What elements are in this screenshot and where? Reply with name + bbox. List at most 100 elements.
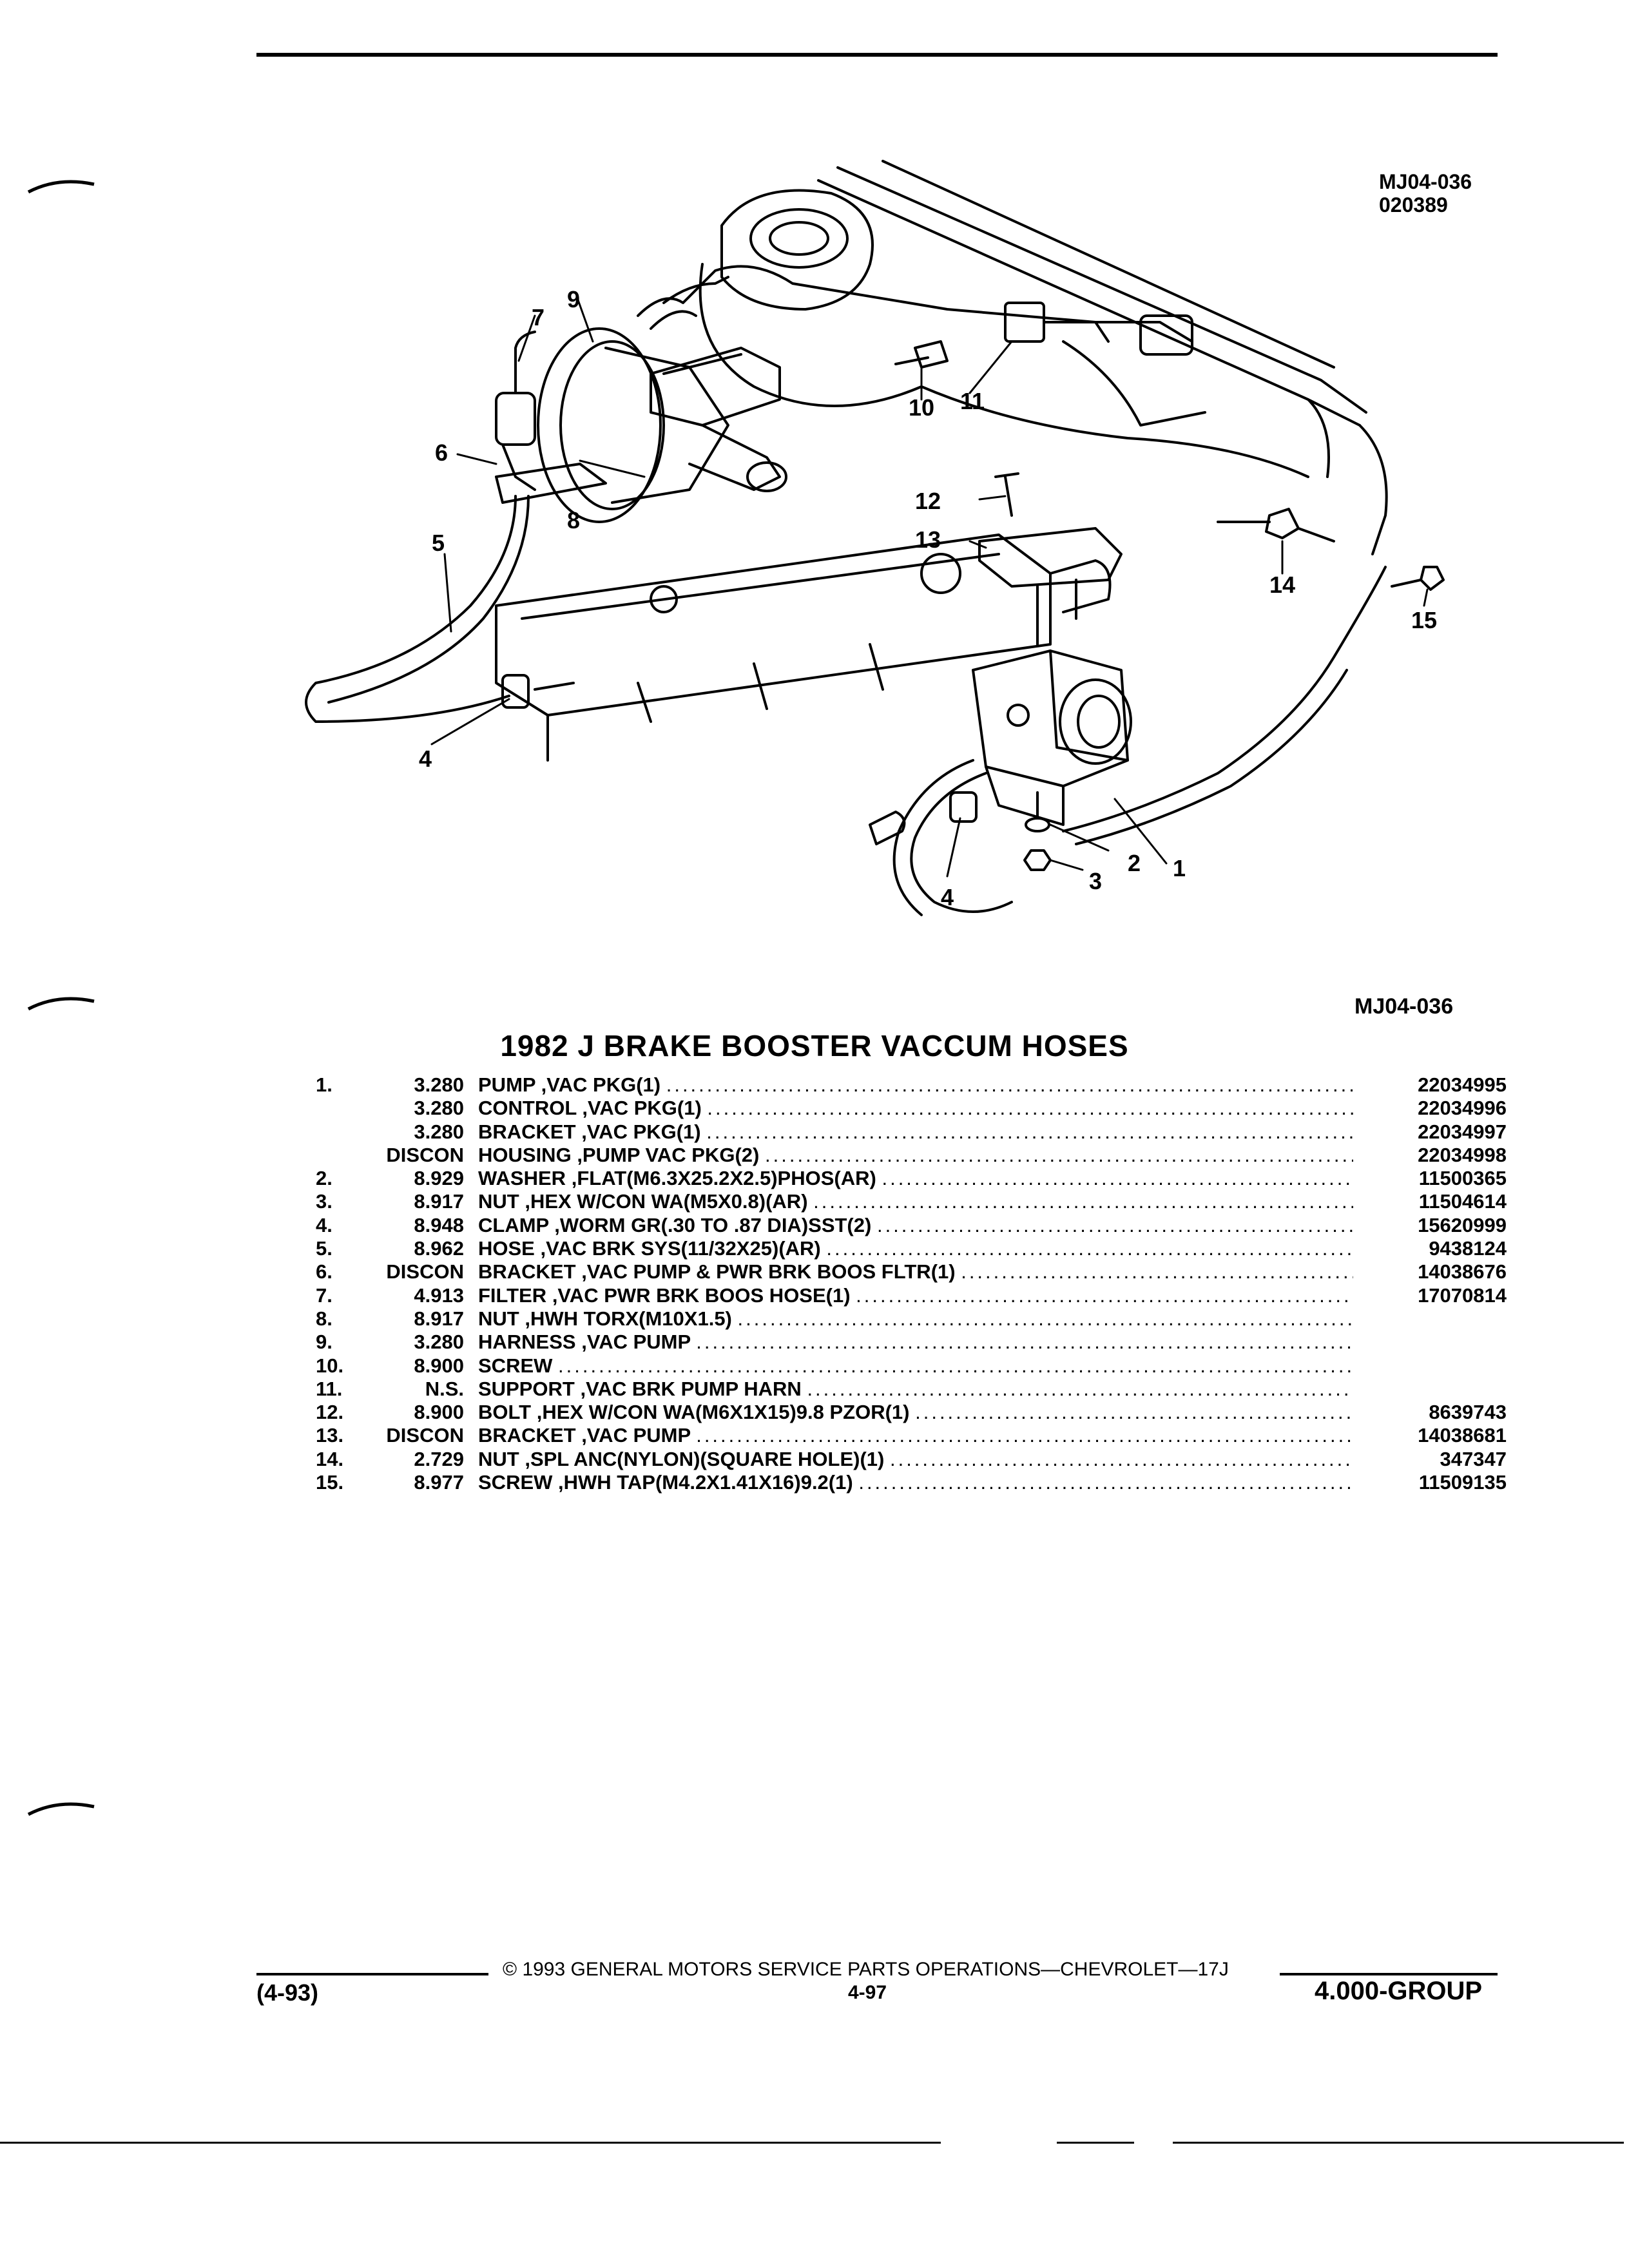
dot-leader: ........................................…: [876, 1213, 1353, 1236]
table-row: 11.N.S.SUPPORT ,VAC BRK PUMP HARN ......…: [290, 1378, 1514, 1401]
valve-cover: [495, 533, 1052, 716]
part-description: WASHER ,FLAT(M6.3X25.2X2.5)PHOS(AR) ....…: [478, 1167, 1353, 1190]
part-name: SUPPORT: [478, 1377, 575, 1400]
reference-code: 3.280: [414, 1097, 464, 1120]
part-description: BRACKET ,VAC PUMP & PWR BRK BOOS FLTR(1)…: [478, 1260, 1353, 1283]
item-number: 1.: [316, 1073, 333, 1096]
reference-code: 8.977: [414, 1471, 464, 1494]
part-name: BRACKET: [478, 1120, 576, 1143]
reference-code: 3.280: [414, 1331, 464, 1354]
figure-code-bottom: MJ04-036: [1354, 994, 1454, 1019]
item-number: 4.: [316, 1213, 333, 1236]
table-row: 10. 8.900 SCREW ..........................…: [290, 1354, 1514, 1378]
leader-line: [443, 553, 452, 633]
dot-leader: ........................................…: [961, 1260, 1353, 1283]
part-detail: ,SPL ANC(NYLON)(SQUARE HOLE)(1): [525, 1447, 885, 1470]
part-detail: ,VAC BRK SYS(11/32X25)(AR): [540, 1237, 821, 1260]
part-name: PUMP: [478, 1073, 536, 1096]
callout-8: 8: [567, 507, 580, 533]
callout-13: 13: [915, 526, 941, 553]
part-description: NUT ,HWH TORX(M10X1.5) .................…: [478, 1307, 1353, 1331]
part-description: BRACKET ,VAC PKG(1) ....................…: [478, 1120, 1353, 1144]
strut-tower: [720, 189, 874, 311]
reference-code: 4.913: [414, 1283, 464, 1307]
part-description: HOUSING ,PUMP VAC PKG(2) ...............…: [478, 1144, 1353, 1167]
reference-code: 3.280: [414, 1120, 464, 1143]
leader-line: [575, 295, 594, 343]
screw: [914, 340, 949, 369]
part-number: 22034996: [1418, 1097, 1507, 1120]
leader-line: [946, 817, 961, 878]
bolt: [1004, 476, 1013, 517]
footer-rule: [1280, 1973, 1498, 1975]
part-number: 22034998: [1418, 1143, 1507, 1166]
vacuum-harness: [637, 265, 1110, 343]
bottom-rule: [1173, 2142, 1624, 2144]
part-detail: ,VAC PWR BRK BOOS HOSE(1): [552, 1283, 851, 1307]
part-description: HARNESS ,VAC PUMP ......................…: [478, 1331, 1353, 1354]
item-number: 3.: [316, 1190, 333, 1213]
part-name: HOSE: [478, 1237, 535, 1260]
washer: [1025, 817, 1050, 832]
parts-list: 1. 3.280 PUMP ,VAC PKG(1) ................…: [290, 1073, 1514, 1494]
callout-10: 10: [909, 394, 934, 421]
reference-code: 8.948: [414, 1213, 464, 1236]
item-number: 13.: [316, 1424, 344, 1447]
item-number: 7.: [316, 1283, 333, 1307]
part-description: CLAMP ,WORM GR(.30 TO .87 DIA)SST(2) ...…: [478, 1214, 1353, 1237]
part-detail: ,VAC PKG(1): [581, 1120, 701, 1143]
callout-11: 11: [960, 388, 985, 414]
part-number: 11504614: [1418, 1190, 1507, 1213]
callout-12: 12: [915, 488, 941, 514]
part-detail: ,VAC PUMP & PWR BRK BOOS FLTR(1): [581, 1260, 956, 1283]
part-detail: ,VAC PUMP: [581, 1331, 691, 1354]
reference-code: DISCON: [386, 1424, 464, 1447]
part-name: SCREW: [478, 1471, 553, 1494]
group-label: 4.000-GROUP: [1315, 1977, 1483, 2005]
part-description: HOSE ,VAC BRK SYS(11/32X25)(AR) ........…: [478, 1237, 1353, 1260]
part-number: 17070814: [1418, 1283, 1507, 1307]
reference-code: 8.929: [414, 1167, 464, 1190]
dot-leader: ........................................…: [826, 1237, 1353, 1260]
top-rule: [256, 53, 1498, 57]
revision-date: (4-93): [256, 1979, 319, 2006]
leader-line: [579, 459, 646, 478]
leader-line: [1113, 798, 1168, 865]
part-description: SCREW ..................................…: [478, 1354, 1353, 1378]
part-number: 14038676: [1418, 1260, 1507, 1283]
pump-bracket: [978, 527, 1123, 588]
reference-code: 8.917: [414, 1190, 464, 1213]
part-number: 11500365: [1418, 1167, 1507, 1190]
item-number: 6.: [316, 1260, 333, 1283]
figure-code: MJ04-036: [1379, 170, 1472, 193]
tap-screw: [1420, 566, 1445, 591]
part-name: WASHER: [478, 1167, 566, 1190]
leader-line: [1049, 859, 1084, 871]
item-number: 12.: [316, 1401, 344, 1424]
item-number: 5.: [316, 1237, 333, 1260]
fender-line: [882, 160, 1335, 369]
reference-code: 2.729: [414, 1447, 464, 1470]
reference-code: 3.280: [414, 1073, 464, 1096]
dot-leader: ........................................…: [558, 1354, 1353, 1377]
leader-line: [456, 453, 497, 465]
margin-mark: [27, 997, 95, 1011]
leader-line: [978, 495, 1007, 501]
reference-code: N.S.: [425, 1377, 464, 1400]
table-row: 3.280 BRACKET ,VAC PKG(1) ...............…: [290, 1120, 1514, 1144]
part-name: BRACKET: [478, 1424, 576, 1447]
item-number: 11.: [316, 1377, 343, 1400]
part-number: 8639743: [1429, 1401, 1507, 1424]
part-description: PUMP ,VAC PKG(1) .......................…: [478, 1073, 1353, 1097]
leader-line: [969, 540, 987, 549]
part-detail: ,VAC PUMP: [581, 1424, 691, 1447]
reference-code: 8.900: [414, 1354, 464, 1377]
part-detail: ,HWH TAP(M4.2X1.41X16)9.2(1): [558, 1471, 853, 1494]
item-number: 10.: [316, 1354, 344, 1377]
